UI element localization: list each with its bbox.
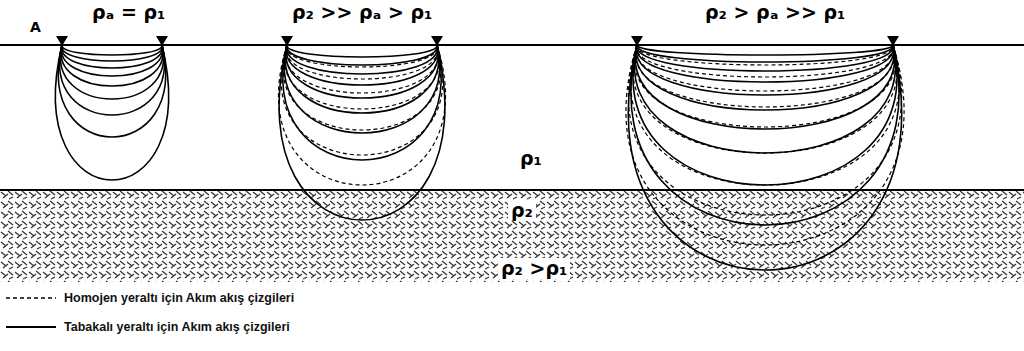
layered-flow-line <box>287 45 437 65</box>
layered-flow-line <box>283 45 441 160</box>
homogeneous-flow-line <box>281 45 443 155</box>
layered-flow-line <box>286 45 438 98</box>
layered-flow-line <box>60 45 163 99</box>
layered-flow-line <box>633 45 897 185</box>
legend-sample <box>6 297 56 298</box>
homogeneous-flow-line <box>286 45 438 79</box>
homogeneous-flow-line <box>278 45 445 185</box>
layered-flow-line <box>284 45 439 133</box>
homogeneous-flow-line <box>637 45 893 65</box>
resistivity-label: ρₐ = ρ₁ <box>92 2 165 23</box>
homogeneous-flow-line <box>634 45 895 127</box>
legend-sample <box>6 326 56 328</box>
electrode-symbol <box>156 36 168 46</box>
layered-flow-line <box>628 45 901 270</box>
layered-flow-line <box>287 45 438 74</box>
electrode-symbol <box>431 36 443 46</box>
homogeneous-flow-line <box>283 45 441 130</box>
electrode-symbol <box>887 36 899 46</box>
layered-flow-line <box>635 45 894 129</box>
electrode-symbol <box>631 36 643 46</box>
resistivity-label: ρ₂ > ρₐ >> ρ₁ <box>705 2 845 23</box>
homogeneous-flow-line <box>636 45 894 91</box>
legend-text: Homojen yeraltı için Akım akış çizgileri <box>64 291 294 305</box>
layered-flow-line <box>631 45 899 225</box>
layered-flow-line <box>58 45 165 137</box>
resistivity-label: ρ₁ <box>520 148 542 169</box>
electrode-symbol <box>56 36 68 46</box>
lower-layer <box>0 190 1024 282</box>
layered-flow-line <box>637 45 893 62</box>
layered-flow-line <box>62 45 162 61</box>
layered-flow-line <box>55 45 168 180</box>
layered-flow-line <box>62 45 162 55</box>
homogeneous-flow-line <box>633 45 897 153</box>
layered-flow-line <box>279 45 445 220</box>
homogeneous-flow-line <box>626 45 904 245</box>
homogeneous-flow-line <box>635 45 894 107</box>
layered-flow-line <box>286 45 437 85</box>
layered-flow-line <box>637 45 893 55</box>
ground-surface <box>0 44 1024 46</box>
layered-flow-line <box>61 45 163 86</box>
layered-flow-line <box>287 45 437 57</box>
layered-flow-line <box>636 45 894 110</box>
resistivity-label: ρ₂ >> ρₐ > ρ₁ <box>292 2 432 23</box>
layered-flow-line <box>637 45 893 71</box>
homogeneous-flow-line <box>287 45 438 67</box>
resistivity-label: ρ₂ <box>508 200 536 221</box>
legend-text: Tabakalı yeraltı için Akım akış çizgiler… <box>64 320 290 334</box>
layer-boundary <box>0 189 1024 191</box>
homogeneous-flow-line <box>631 45 900 185</box>
layered-flow-line <box>61 45 162 76</box>
layered-flow-line <box>285 45 438 113</box>
homogeneous-flow-line <box>637 45 894 77</box>
resistivity-label: ρ₂ >ρ₁ <box>498 258 570 279</box>
layered-flow-line <box>62 45 163 68</box>
layered-flow-line <box>60 45 165 115</box>
layered-flow-line <box>636 45 893 95</box>
layered-flow-line <box>634 45 895 153</box>
electrode-symbol <box>281 36 293 46</box>
layered-flow-line <box>637 45 894 82</box>
electrode-label: A <box>30 20 41 35</box>
